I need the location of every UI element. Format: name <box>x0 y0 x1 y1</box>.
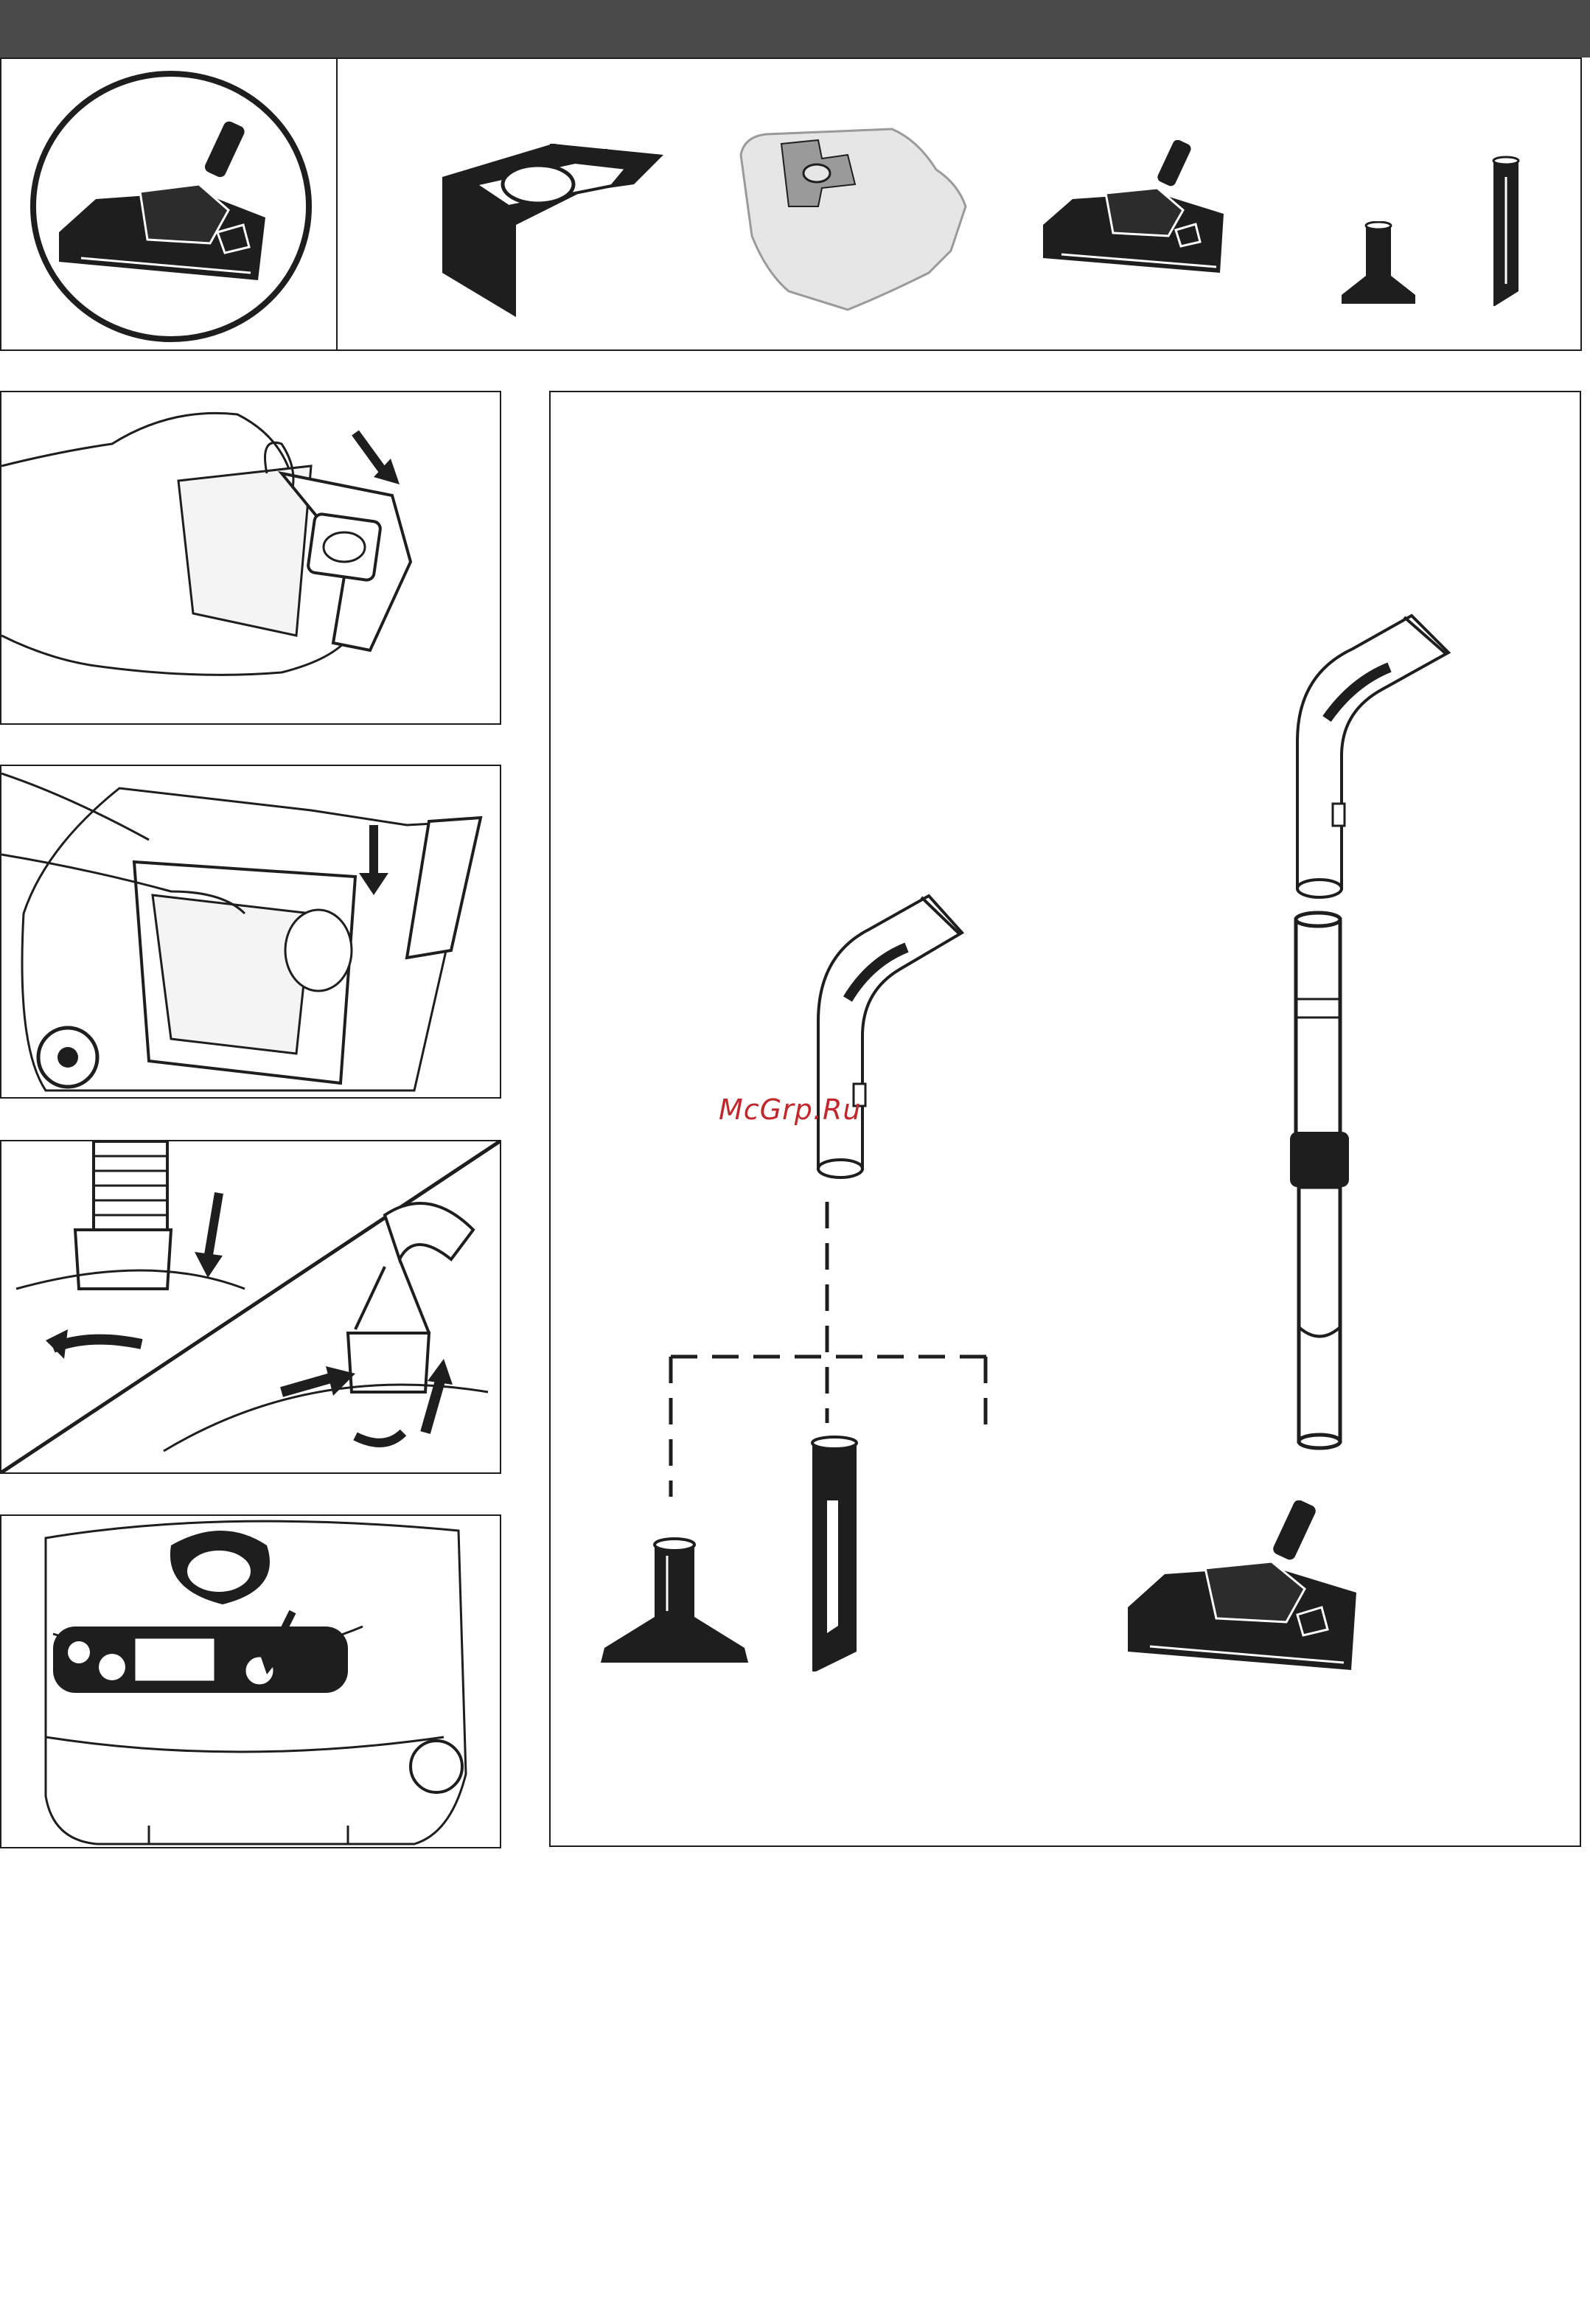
place-bag-in-cleaner-illustration <box>1 766 500 1097</box>
bag-holder-icon <box>435 103 671 324</box>
crevice-tool-icon <box>1488 155 1524 310</box>
telescopic-tube-icon <box>1283 911 1356 1452</box>
floor-nozzle-icon <box>1124 1500 1364 1699</box>
header-bar <box>0 0 1590 58</box>
attach-hose-illustration <box>1 1141 500 1472</box>
handle-icon <box>1283 608 1460 900</box>
step-panel-3 <box>0 1140 501 1474</box>
step-panel-1 <box>0 391 501 725</box>
step-panel-4 <box>0 1514 501 1848</box>
watermark-text: McGrp.Ru <box>719 1093 910 1130</box>
step-panel-2 <box>0 765 501 1099</box>
highlight-circle <box>29 70 313 343</box>
insert-bag-holder-illustration <box>1 392 500 723</box>
dust-bag-icon <box>737 125 973 317</box>
crevice-tool-icon <box>805 1434 864 1677</box>
floor-nozzle-icon <box>1039 140 1231 295</box>
upholstery-nozzle-icon <box>1338 221 1419 306</box>
power-button-illustration <box>1 1516 500 1847</box>
upholstery-nozzle-icon <box>597 1537 752 1670</box>
strip-divider <box>336 58 338 351</box>
handle-icon <box>803 888 973 1180</box>
